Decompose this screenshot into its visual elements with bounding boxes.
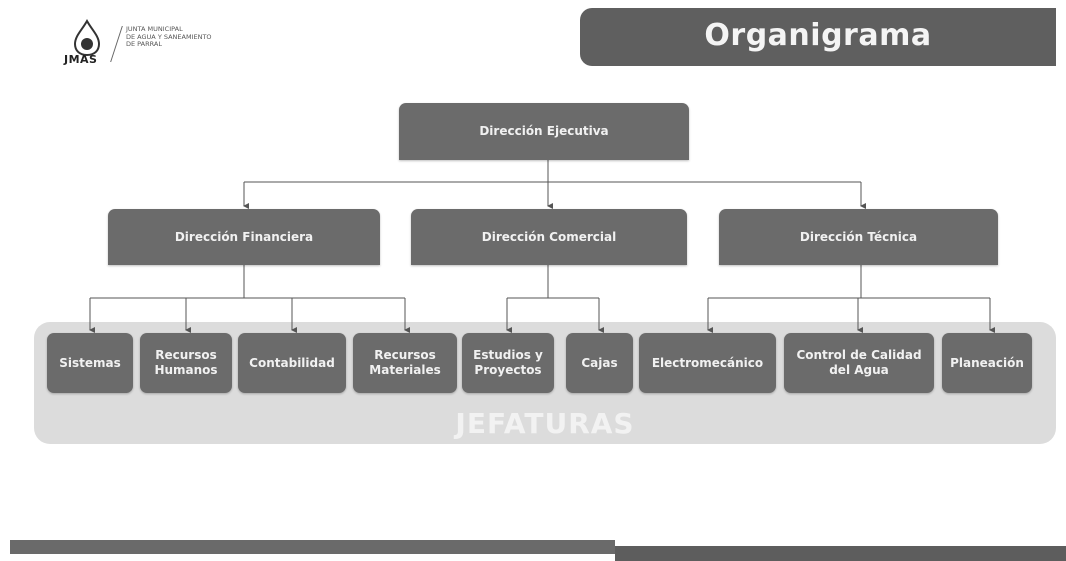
jmas-logo: JMAS JUNTA MUNICIPAL DE AGUA Y SANEAMIEN… — [60, 18, 260, 68]
jefaturas-label: JEFATURAS — [455, 407, 635, 440]
node-direccion-ejecutiva: Dirección Ejecutiva — [399, 103, 689, 160]
node-estudios-y-proyectos: Estudios y Proyectos — [462, 333, 554, 393]
water-drop-icon — [73, 18, 101, 57]
title-bar: Organigrama — [580, 8, 1056, 66]
footer-bar-right — [615, 546, 1066, 561]
node-recursos-humanos: Recursos Humanos — [140, 333, 232, 393]
node-sistemas: Sistemas — [47, 333, 133, 393]
logo-acronym: JMAS — [64, 53, 98, 66]
page-title: Organigrama — [704, 18, 932, 53]
node-control-de-calidad-del-agua: Control de Calidad del Agua — [784, 333, 934, 393]
node-electromecanico: Electromecánico — [639, 333, 776, 393]
logo-org-line-3: DE PARRAL — [126, 40, 162, 48]
logo-organization-name: JUNTA MUNICIPAL DE AGUA Y SANEAMIENTO DE… — [126, 25, 212, 49]
node-recursos-materiales: Recursos Materiales — [353, 333, 457, 393]
node-direccion-comercial: Dirección Comercial — [411, 209, 687, 265]
footer-bar-left — [10, 540, 615, 554]
node-direccion-tecnica: Dirección Técnica — [719, 209, 998, 265]
logo-org-line-1: JUNTA MUNICIPAL — [126, 25, 183, 33]
node-planeacion: Planeación — [942, 333, 1032, 393]
node-cajas: Cajas — [566, 333, 633, 393]
logo-org-line-2: DE AGUA Y SANEAMIENTO — [126, 32, 212, 41]
node-direccion-financiera: Dirección Financiera — [108, 209, 380, 265]
node-contabilidad: Contabilidad — [238, 333, 346, 393]
